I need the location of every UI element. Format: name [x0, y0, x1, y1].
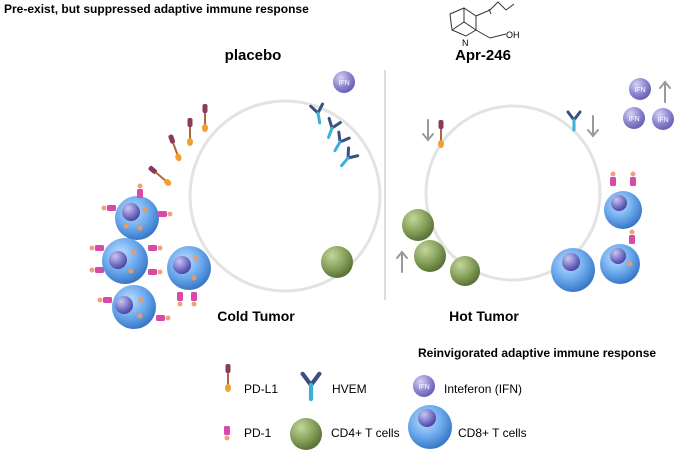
- pd-l1-receptor-right: [437, 119, 445, 149]
- cd4-t-cell-left: [321, 246, 353, 278]
- cd8-t-cell-right-2: [551, 248, 595, 292]
- ifn-icon: [413, 375, 435, 397]
- pd-l1-decrease-arrow: [422, 119, 434, 141]
- hvem-icon: [303, 374, 320, 399]
- ifn-label-right-2: IFN: [628, 116, 639, 123]
- ifn-increase-arrow: [659, 81, 671, 103]
- cd8-t-cell-left-1: [101, 183, 173, 240]
- apr246-title: Apr-246: [455, 47, 511, 64]
- hot-tumor-label: Hot Tumor: [449, 308, 519, 324]
- cd8-t-cell-right-1: [604, 171, 642, 229]
- cd8-t-cell-left-2: [89, 238, 163, 284]
- apr246-molecule-icon: [449, 1, 515, 39]
- ifn-label-right-1: IFN: [634, 87, 645, 94]
- ifn-label-left: IFN: [338, 80, 349, 87]
- molecule-hydroxyl: OH: [506, 30, 520, 40]
- ifn-molecules-right: [623, 78, 674, 130]
- ifn-label-right-3: IFN: [657, 117, 668, 124]
- pd-1-icon: [224, 426, 230, 441]
- legend-label-pd-1: PD-1: [244, 426, 272, 440]
- reinvigorated-caption: Reinvigorated adaptive immune response: [418, 346, 656, 360]
- hot-tumor-cell: [424, 104, 602, 282]
- legend-label-cd4: CD4+ T cells: [331, 426, 400, 440]
- legend: PD-L1 HVEM IFN Inteferon (IFN) PD-1 CD4+…: [224, 363, 527, 450]
- hvem-decrease-arrow: [587, 115, 599, 137]
- cd8-t-cell-right-3: [600, 229, 640, 284]
- legend-label-ifn: Inteferon (IFN): [444, 382, 522, 396]
- header-caption: Pre-exist, but suppressed adaptive immun…: [4, 2, 309, 16]
- cd4-increase-arrow: [396, 251, 408, 273]
- cd4-t-cells-right: [402, 209, 480, 286]
- pd-l1-icon: [224, 363, 232, 393]
- cold-tumor-cell: [188, 99, 382, 293]
- ifn-molecule-left: [333, 71, 355, 93]
- pd-l1-receptors-left: [146, 103, 209, 189]
- legend-label-hvem: HVEM: [332, 382, 367, 396]
- cold-tumor-label: Cold Tumor: [217, 308, 295, 324]
- legend-label-pd-l1: PD-L1: [244, 382, 278, 396]
- cd4-t-cell-icon: [290, 418, 322, 450]
- cd8-t-cell-left-4: [97, 285, 171, 329]
- legend-label-cd8: CD8+ T cells: [458, 426, 527, 440]
- cd8-t-cell-left-3: [167, 246, 211, 307]
- legend-ifn-icon-label: IFN: [418, 384, 429, 391]
- cd8-t-cell-icon: [408, 405, 452, 449]
- placebo-title: placebo: [225, 47, 282, 64]
- molecule-nitrogen: N: [462, 38, 469, 48]
